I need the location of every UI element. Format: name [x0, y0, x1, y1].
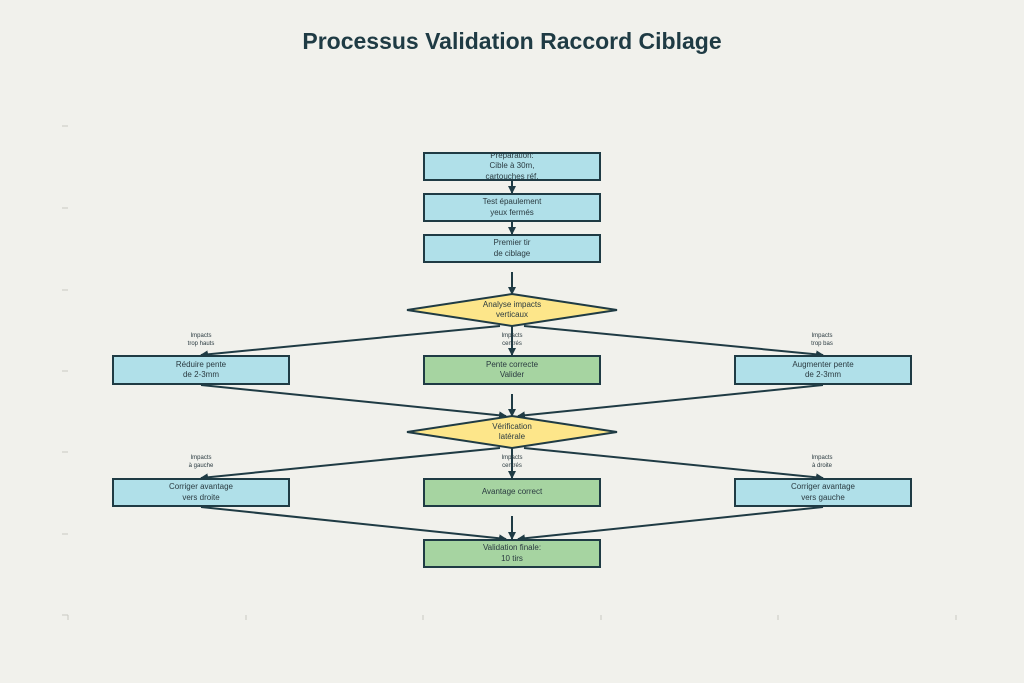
node-avantage-correct: Avantage correct: [423, 478, 601, 507]
frame-ticks: [62, 125, 957, 620]
edge-augmenter-verif: [517, 384, 824, 420]
edge-label-trop-hauts: Impacts trop hauts: [187, 333, 215, 347]
edge-label-a-droite: Impacts à droite: [811, 455, 833, 469]
edge-label-centres-vertical: Impacts centrés: [501, 333, 523, 347]
node-validation-finale: Validation finale: 10 tirs: [423, 539, 601, 568]
edge-label-centres-lateral: Impacts centrés: [501, 455, 523, 469]
node-augmenter-pente: Augmenter pente de 2-3mm: [734, 355, 912, 385]
node-premier-tir: Premier tir de ciblage: [423, 234, 601, 263]
decision-verif-label: Vérification latérale: [492, 421, 532, 442]
node-reduire-pente: Réduire pente de 2-3mm: [112, 355, 290, 385]
edge-label-a-gauche: Impacts à gauche: [188, 455, 214, 469]
decision-analyse-label: Analyse impacts verticaux: [482, 299, 542, 320]
edge-label-trop-bas: Impacts trop bas: [811, 333, 833, 347]
edge-verif-corriger-gauche: [523, 447, 824, 482]
node-preparation: Préparation: Cible à 30m, cartouches réf…: [423, 151, 601, 181]
edge-analyse-reduire: [200, 325, 501, 359]
node-pente-correcte: Pente correcte Valider: [423, 355, 601, 385]
diagram-title: Processus Validation Raccord Ciblage: [302, 28, 722, 54]
decision-analyse-shape: [406, 292, 618, 328]
edge-reduire-verif: [200, 384, 507, 420]
edge-verif-corriger-droite: [200, 447, 501, 482]
node-corriger-gauche: Corriger avantage vers gauche: [734, 478, 912, 507]
node-corriger-droite: Corriger avantage vers droite: [112, 478, 290, 507]
decision-verif-shape: [406, 414, 618, 450]
edge-corriger-gauche-final: [517, 506, 824, 543]
node-test-epaulement: Test épaulement yeux fermés: [423, 193, 601, 222]
edge-analyse-augmenter: [523, 325, 824, 359]
edge-corriger-droite-final: [200, 506, 507, 543]
